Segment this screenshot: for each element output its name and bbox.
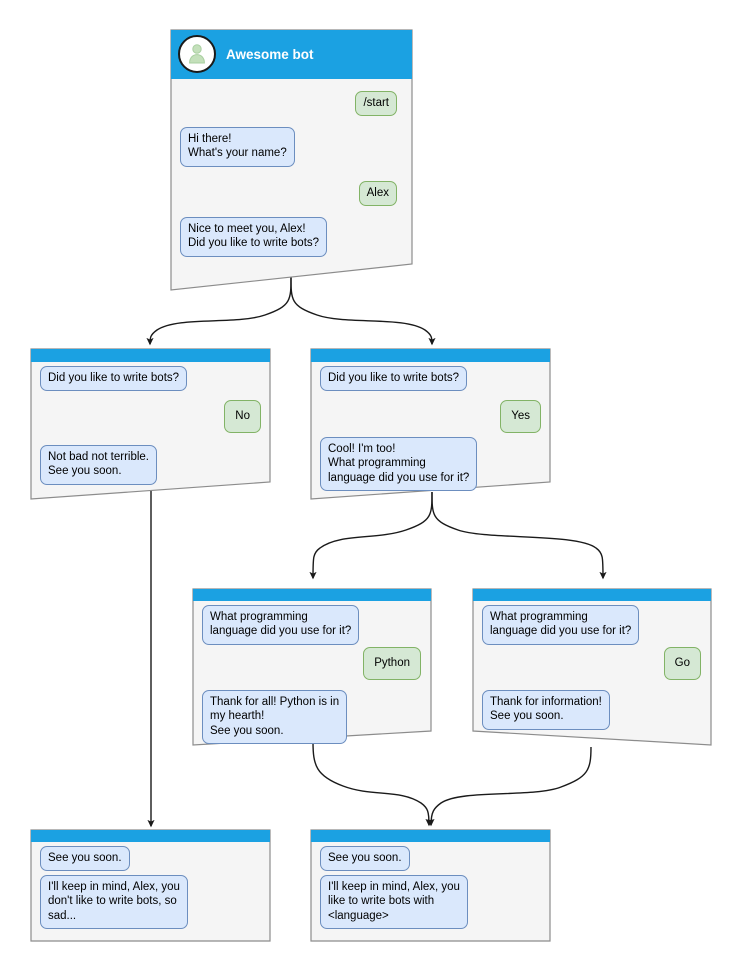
edge-go-to-end-happy [427,746,592,827]
node-root-title: Awesome bot [226,46,314,62]
user-avatar-icon [178,35,216,73]
message-bubble-bot: See you soon. [320,846,410,872]
message-bubble-bot: Nice to meet you, Alex! Did you like to … [180,217,328,257]
message-bubble-bot: See you soon. [40,846,130,872]
node-root-header: Awesome bot [170,29,413,79]
chat-node-end-happy[interactable]: See you soon. I'll keep in mind, Alex, y… [310,829,551,942]
message-bubble-bot: What programming language did you use fo… [202,605,360,645]
message-bubble-user: Go [663,647,701,681]
chat-node-end-sad[interactable]: See you soon. I'll keep in mind, Alex, y… [30,829,271,942]
message-bubble-bot: Thank for all! Python is in my hearth! S… [202,690,348,745]
edge-yes-to-python [309,491,433,580]
message-bubble-user: Alex [358,181,397,207]
chat-node-root[interactable]: Awesome bot /start Hi there! What's your… [170,29,413,291]
message-bubble-user: /start [355,91,397,117]
chat-node-no-branch[interactable]: Did you like to write bots? No Not bad n… [30,348,271,500]
chat-node-python-branch[interactable]: What programming language did you use fo… [192,588,432,746]
message-bubble-bot: What programming language did you use fo… [482,605,640,645]
person-silhouette-icon [189,44,205,64]
message-bubble-user: No [224,400,261,434]
message-bubble-bot: Did you like to write bots? [40,366,188,392]
edge-python-to-end-happy [312,741,433,827]
message-bubble-user: Yes [500,400,541,434]
message-bubble-bot: Cool! I'm too! What programming language… [320,437,478,492]
message-bubble-bot: Hi there! What's your name? [180,127,295,167]
message-bubble-user: Python [363,647,421,681]
message-bubble-bot: I'll keep in mind, Alex, you don't like … [40,875,188,930]
message-bubble-bot: Not bad not terrible. See you soon. [40,445,158,485]
message-bubble-bot: Did you like to write bots? [320,366,468,392]
chat-node-yes-branch[interactable]: Did you like to write bots? Yes Cool! I'… [310,348,551,500]
chat-node-go-branch[interactable]: What programming language did you use fo… [472,588,712,746]
message-bubble-bot: I'll keep in mind, Alex, you like to wri… [320,875,468,930]
edge-yes-to-go [431,491,607,580]
message-bubble-bot: Thank for information! See you soon. [482,690,610,730]
